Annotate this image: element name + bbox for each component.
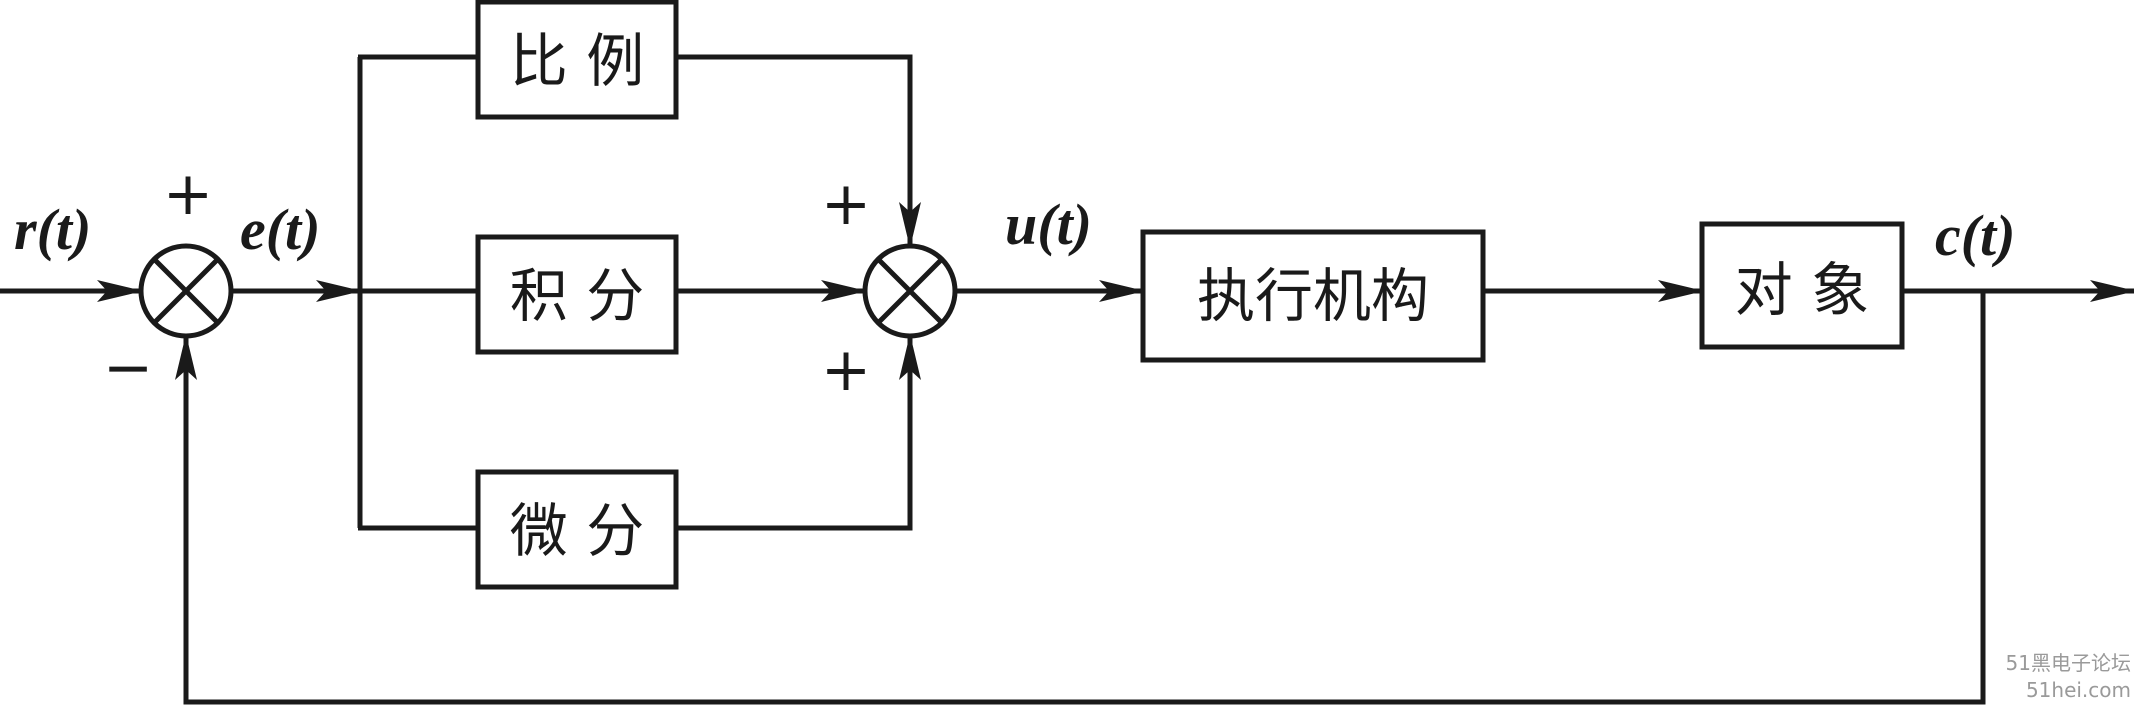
actuator-label: 执行机构 xyxy=(1197,262,1429,330)
plant-label: 对 象 xyxy=(1735,256,1869,324)
watermark-line2: 51hei.com xyxy=(2026,678,2131,702)
actuator-block: 执行机构 xyxy=(1140,229,1486,363)
derivative-label: 微 分 xyxy=(510,497,644,565)
proportional-output-line xyxy=(676,54,921,248)
summing-junction-2 xyxy=(862,243,958,339)
derivative-output-line xyxy=(676,334,921,531)
sum1-minus-sign: − xyxy=(103,333,153,403)
integral-label: 积 分 xyxy=(510,262,644,330)
sum2-bottom-plus-sign: + xyxy=(821,335,871,405)
plant-block: 对 象 xyxy=(1699,221,1905,350)
feedback-line xyxy=(175,291,1986,705)
output-signal-label: c(t) xyxy=(1935,203,2016,268)
watermark-line1: 51黑电子论坛 xyxy=(2006,651,2131,675)
proportional-label: 比 例 xyxy=(510,27,644,95)
sum2-top-plus-sign: + xyxy=(821,169,871,239)
control-signal-label: u(t) xyxy=(1005,192,1092,257)
proportional-block: 比 例 xyxy=(475,0,679,120)
error-signal-label: e(t) xyxy=(240,197,321,262)
integral-block: 积 分 xyxy=(475,234,679,355)
sum1-plus-sign: + xyxy=(163,159,213,229)
summing-junction-1 xyxy=(138,243,234,339)
derivative-block: 微 分 xyxy=(475,469,679,590)
reference-signal-label: r(t) xyxy=(14,197,91,262)
